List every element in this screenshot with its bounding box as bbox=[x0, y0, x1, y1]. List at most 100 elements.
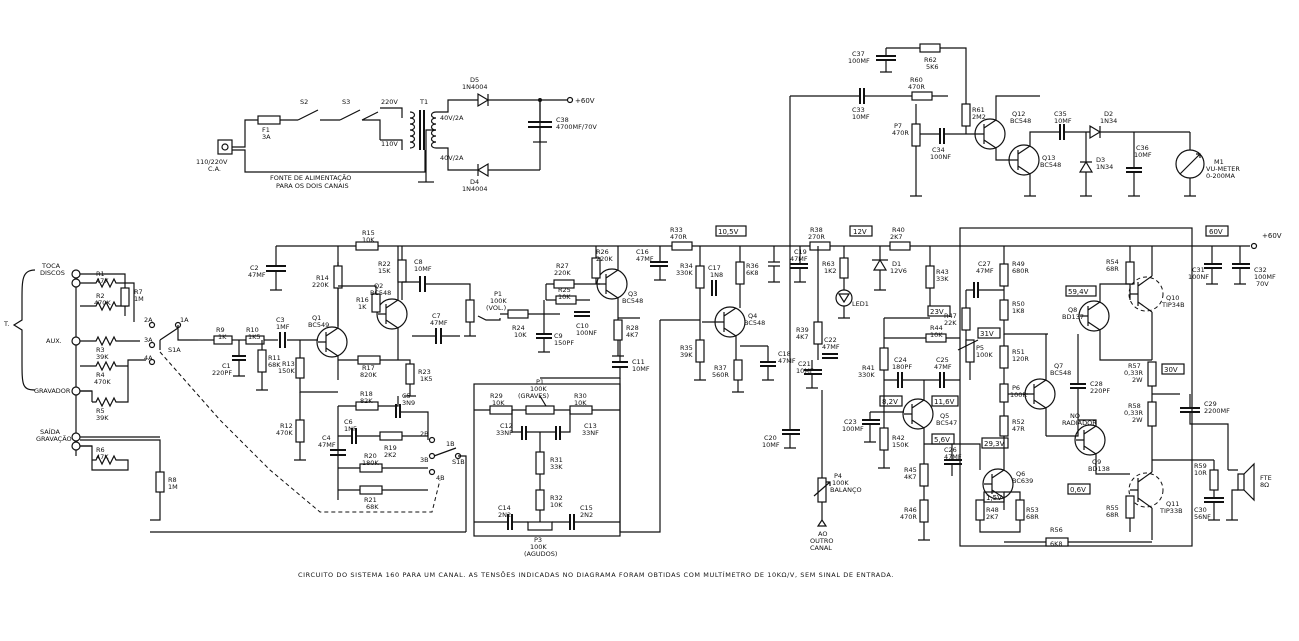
resistor-r61 bbox=[961, 103, 971, 127]
led-label: LED1 bbox=[852, 300, 869, 308]
resistor-r6 bbox=[80, 445, 129, 471]
capacitor-c7 bbox=[435, 328, 442, 344]
transistor-q1 bbox=[316, 326, 348, 358]
selector-s1b bbox=[433, 447, 467, 532]
v293-tag: 29,3V bbox=[984, 440, 1005, 448]
v60-tag: 60V bbox=[1209, 228, 1223, 236]
capacitor-c29 bbox=[1180, 407, 1200, 413]
capacitor-c13 bbox=[555, 426, 561, 440]
transistor-q12 bbox=[974, 118, 1006, 150]
capacitor-c19 bbox=[790, 263, 808, 269]
capacitor-c27 bbox=[973, 282, 979, 298]
capacitor-c32 bbox=[1232, 263, 1250, 269]
resistor-r40 bbox=[889, 241, 911, 251]
resistor-r60 bbox=[911, 91, 933, 101]
s1a-4a: 4a bbox=[144, 354, 153, 362]
pot-p4 bbox=[817, 477, 827, 503]
resistor-r4 bbox=[80, 360, 128, 372]
transformer-t1 bbox=[409, 111, 416, 149]
resistor-r57 bbox=[1147, 361, 1157, 387]
capacitor-c26 bbox=[944, 459, 962, 465]
v105-box bbox=[715, 225, 747, 237]
v30-box bbox=[1161, 363, 1185, 375]
resistor-r43 bbox=[925, 265, 935, 289]
resistor-r31 bbox=[535, 451, 545, 475]
speaker bbox=[1237, 462, 1255, 502]
capacitor-c33 bbox=[859, 88, 865, 104]
resistor-r59 bbox=[1209, 469, 1219, 491]
tap-upper-label: 40V/2A bbox=[440, 114, 464, 122]
amp-box bbox=[959, 227, 1193, 547]
resistor-r21 bbox=[359, 485, 383, 495]
s1a-1a: 1a bbox=[180, 316, 189, 324]
diode-d2 bbox=[1089, 124, 1134, 140]
resistor-r51 bbox=[999, 345, 1009, 369]
capacitor-c24 bbox=[897, 372, 903, 388]
diode-d4 bbox=[470, 162, 540, 178]
capacitor-c21 bbox=[804, 369, 822, 375]
capacitor-c1 bbox=[232, 355, 246, 361]
capacitor-c5 bbox=[395, 404, 401, 418]
resistor-r48 bbox=[975, 499, 985, 521]
v23-box bbox=[927, 305, 951, 317]
transistor-q11 bbox=[1128, 472, 1164, 508]
tone-section bbox=[464, 241, 790, 537]
transistor-q8 bbox=[1078, 300, 1110, 332]
tap-lower-label: 40V/2A bbox=[440, 154, 464, 162]
resistor-r19 bbox=[379, 431, 403, 441]
resistor-r39 bbox=[813, 321, 823, 345]
transistor-q3 bbox=[596, 268, 628, 300]
selector-s1a bbox=[159, 327, 179, 350]
power-supply bbox=[217, 92, 574, 183]
v56-tag: 5,6V bbox=[934, 436, 950, 444]
resistor-r8 bbox=[155, 471, 165, 493]
capacitor-c23 bbox=[862, 419, 880, 425]
v116-box bbox=[931, 395, 959, 407]
v31-box bbox=[977, 327, 1001, 339]
capacitor-c11 bbox=[612, 361, 628, 368]
diode-d5 bbox=[470, 92, 540, 108]
v06-box bbox=[1067, 483, 1091, 495]
resistor-r3 bbox=[92, 335, 140, 347]
resistor-r23 bbox=[405, 363, 415, 385]
resistor-r30 bbox=[569, 405, 593, 415]
transistor-q10 bbox=[1128, 276, 1164, 312]
transistor-q9 bbox=[1074, 424, 1106, 456]
s2-label: S2 bbox=[300, 98, 308, 106]
